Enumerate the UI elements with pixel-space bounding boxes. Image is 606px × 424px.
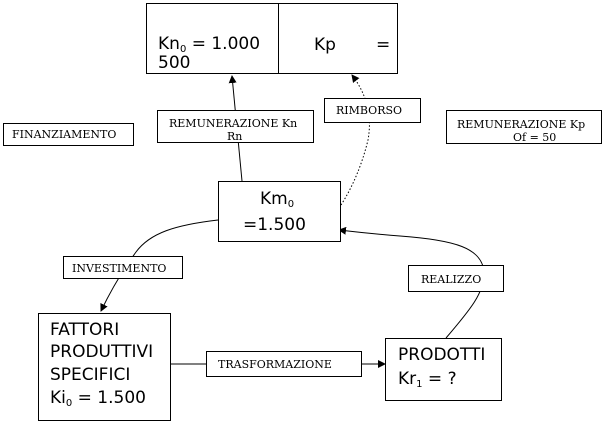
remunerazione-kp-line1: REMUNERAZIONE Kp bbox=[457, 118, 586, 131]
prodotti-line1: PRODOTTI bbox=[398, 345, 486, 365]
investimento-text: INVESTIMENTO bbox=[72, 262, 167, 275]
arrow-investimento bbox=[100, 219, 219, 312]
ki-subscript: 0 bbox=[65, 398, 73, 409]
kn-kp-divider bbox=[278, 4, 279, 73]
km-subscript: 0 bbox=[287, 199, 295, 210]
finanziamento-label: FINANZIAMENTO bbox=[3, 123, 134, 146]
kp-equals: = bbox=[376, 35, 391, 55]
kr-subscript: 1 bbox=[416, 379, 423, 390]
kn-continued: 500 bbox=[158, 53, 191, 73]
km-value: =1.500 bbox=[243, 215, 306, 235]
remunerazione-kn-line2: Rn bbox=[227, 130, 243, 143]
kp-label: Kp bbox=[314, 35, 336, 55]
fattori-line3: SPECIFICI bbox=[50, 365, 131, 385]
kn-prefix: Kn bbox=[158, 34, 180, 54]
rimborso-text: RIMBORSO bbox=[336, 104, 403, 117]
arrow-realizzo bbox=[338, 226, 485, 339]
kr-prefix: Kr bbox=[398, 369, 417, 389]
ki-prefix: Ki bbox=[50, 388, 66, 408]
fattori-produttivi-box: FATTORI PRODUTTIVI SPECIFICI Ki0 = 1.500 bbox=[38, 313, 171, 421]
kn-amount: = 1.000 bbox=[186, 34, 261, 54]
finanziamento-text: FINANZIAMENTO bbox=[12, 128, 117, 141]
trasformazione-text: TRASFORMAZIONE bbox=[218, 358, 332, 371]
realizzo-text: REALIZZO bbox=[421, 273, 482, 286]
remunerazione-kn-label: REMUNERAZIONE Kn Rn bbox=[157, 110, 314, 143]
kr-amount: = ? bbox=[422, 369, 457, 389]
remunerazione-kp-line2: Of = 50 bbox=[513, 131, 557, 144]
rimborso-label: RIMBORSO bbox=[324, 98, 421, 123]
investimento-label: INVESTIMENTO bbox=[63, 256, 183, 279]
realizzo-label: REALIZZO bbox=[408, 265, 504, 292]
trasformazione-label: TRASFORMAZIONE bbox=[206, 351, 362, 377]
remunerazione-kn-line1: REMUNERAZIONE Kn bbox=[169, 117, 298, 130]
km-prefix: Km bbox=[260, 189, 288, 209]
prodotti-box: PRODOTTI Kr1 = ? bbox=[385, 338, 502, 401]
arrow-rimborso bbox=[340, 74, 370, 206]
km-box: Km0 =1.500 bbox=[218, 181, 341, 242]
ki-amount: = 1.500 bbox=[72, 388, 146, 408]
kr-value: Kr1 = ? bbox=[398, 369, 457, 390]
fattori-line2: PRODUTTIVI bbox=[50, 342, 154, 362]
kn-value: Kn0 = 1.000 bbox=[158, 34, 261, 55]
kn-kp-box: Kn0 = 1.000 500 Kp = bbox=[146, 3, 398, 74]
fattori-line1: FATTORI bbox=[50, 320, 120, 340]
remunerazione-kp-label: REMUNERAZIONE Kp Of = 50 bbox=[446, 110, 602, 144]
km-label: Km0 bbox=[260, 189, 295, 210]
ki-value: Ki0 = 1.500 bbox=[50, 388, 146, 409]
kn-subscript: 0 bbox=[179, 44, 187, 55]
